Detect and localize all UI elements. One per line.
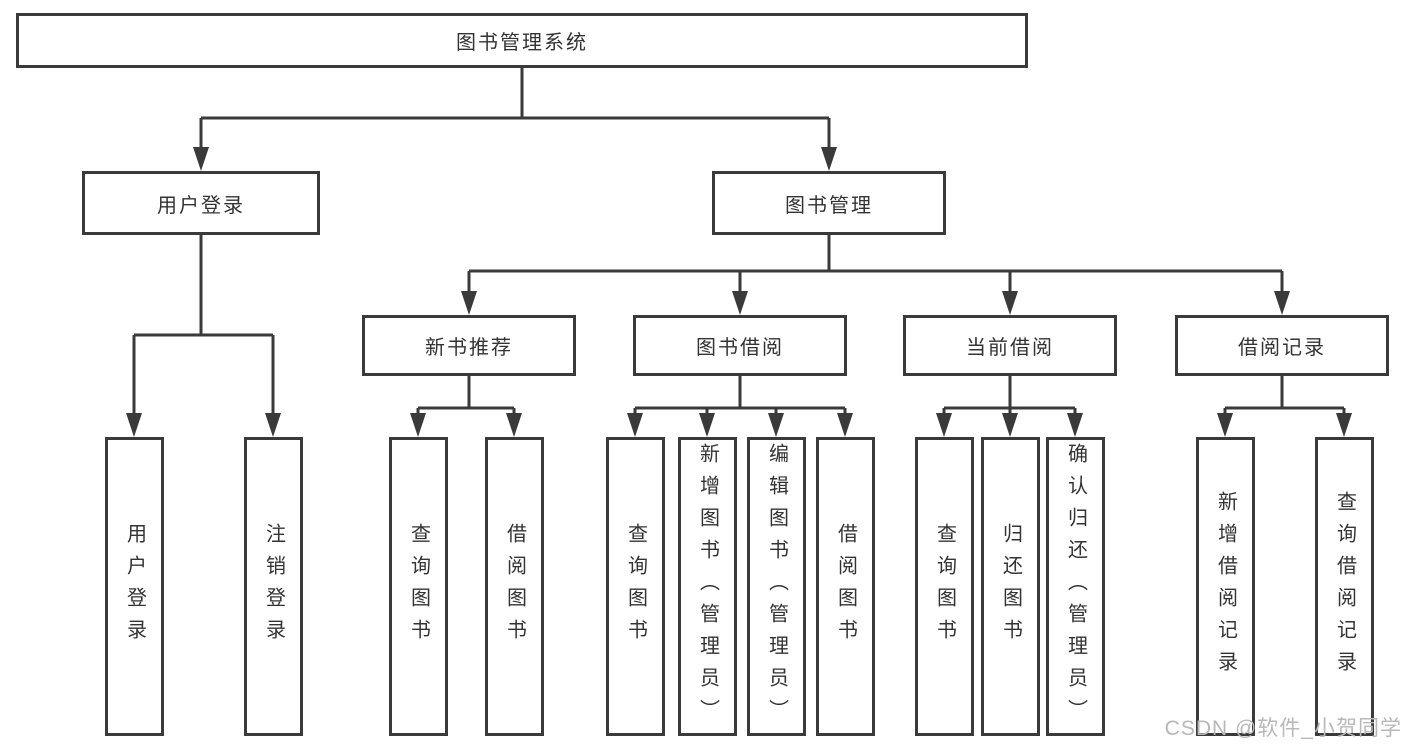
leaf-cb-query-book: 查询图书 (915, 437, 974, 736)
leaf-label: 查询图书 (933, 522, 956, 651)
leaf-label: 用户登录 (123, 522, 146, 651)
leaf-label: 查询图书 (407, 522, 430, 651)
leaf-logout-login: 注销登录 (244, 437, 303, 736)
leaf-label: 新增借阅记录 (1214, 490, 1237, 683)
leaf-cb-confirm-return-admin: 确认归还（管理员） (1046, 437, 1105, 736)
leaf-bb-query-book: 查询图书 (606, 437, 665, 736)
leaf-label: 借阅图书 (503, 522, 526, 651)
leaf-br-add-record: 新增借阅记录 (1196, 437, 1255, 736)
leaf-user-login: 用户登录 (105, 437, 164, 736)
node-user-login: 用户登录 (82, 171, 320, 235)
leaf-bb-edit-book-admin: 编辑图书（管理员） (747, 437, 806, 736)
watermark: CSDN @软件_小贺同学 (1164, 717, 1402, 740)
node-library-system: 图书管理系统 (16, 13, 1028, 68)
leaf-label: 新增图书（管理员） (696, 442, 719, 731)
leaf-label: 归还图书 (999, 522, 1022, 651)
leaf-bb-borrow-book: 借阅图书 (816, 437, 875, 736)
node-book-borrow: 图书借阅 (633, 315, 847, 376)
leaf-label: 确认归还（管理员） (1064, 442, 1087, 731)
leaf-nb-borrow-book: 借阅图书 (485, 437, 544, 736)
node-book-management: 图书管理 (712, 171, 946, 235)
leaf-br-query-record: 查询借阅记录 (1315, 437, 1374, 736)
node-current-borrow: 当前借阅 (903, 315, 1117, 376)
leaf-label: 编辑图书（管理员） (765, 442, 788, 731)
leaf-label: 借阅图书 (834, 522, 857, 651)
leaf-bb-add-book-admin: 新增图书（管理员） (678, 437, 737, 736)
leaf-label: 查询图书 (624, 522, 647, 651)
leaf-cb-return-book: 归还图书 (981, 437, 1040, 736)
leaf-label: 查询借阅记录 (1333, 490, 1356, 683)
leaf-label: 注销登录 (262, 522, 285, 651)
leaf-nb-query-book: 查询图书 (389, 437, 448, 736)
node-borrow-records: 借阅记录 (1175, 315, 1389, 376)
connector-stems (132, 68, 1346, 416)
node-new-book-recommend: 新书推荐 (362, 315, 576, 376)
arrowheads (126, 147, 1352, 437)
